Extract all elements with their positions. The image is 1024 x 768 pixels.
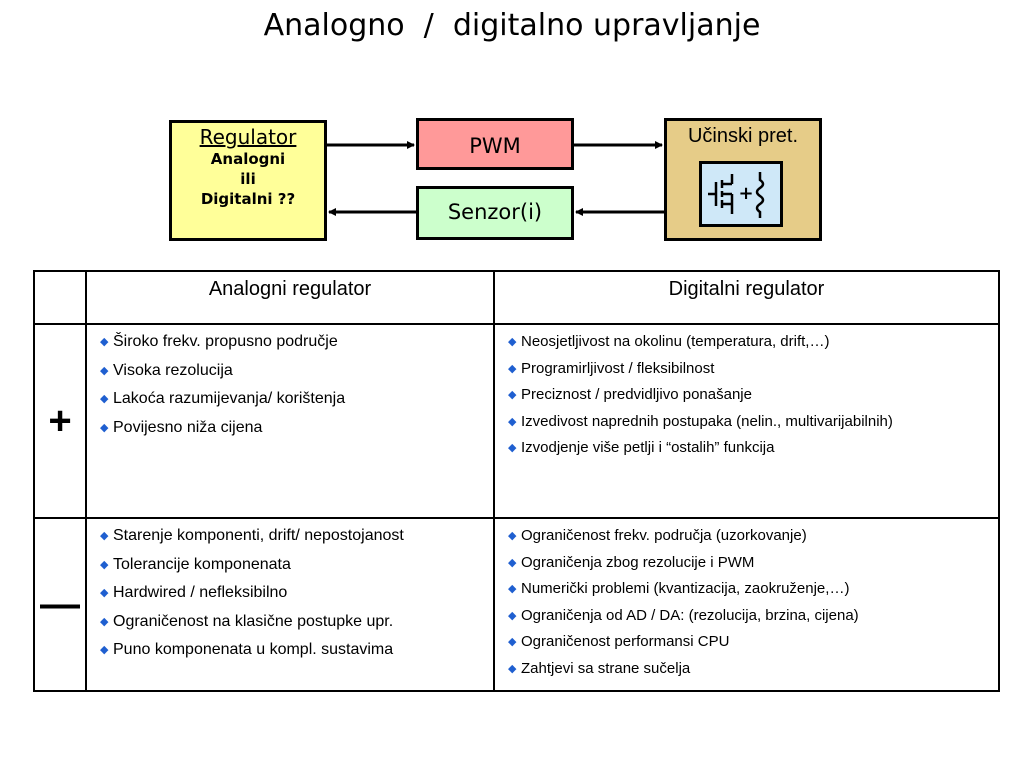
- pwm-block: PWM: [416, 118, 574, 170]
- regulator-block: Regulator Analogni ili Digitalni ??: [169, 120, 327, 241]
- list-item: Ograničenost performansi CPU: [501, 629, 992, 656]
- list-item: Preciznost / predvidljivo ponašanje: [501, 382, 992, 409]
- list-item: Lakoća razumijevanja/ korištenja: [93, 385, 487, 414]
- regulator-title: Regulator: [199, 125, 297, 149]
- table-header-row: Analogni regulator Digitalni regulator: [33, 270, 1000, 325]
- list-item: Programirljivost / fleksibilnost: [501, 356, 992, 383]
- analog-disadvantages-cell: Starenje komponenti, drift/ nepostojanos…: [85, 517, 495, 692]
- power-converter-block: Učinski pret. +: [664, 118, 822, 241]
- list-item: Ograničenost frekv. područja (uzorkovanj…: [501, 523, 992, 550]
- table-header-analog: Analogni regulator: [85, 270, 495, 325]
- list-item: Hardwired / nefleksibilno: [93, 579, 487, 608]
- list-item: Ograničenost na klasične postupke upr.: [93, 608, 487, 637]
- list-item: Izvedivost naprednih postupaka (nelin., …: [501, 409, 992, 436]
- list-item: Ograničenja od AD / DA: (rezolucija, brz…: [501, 603, 992, 630]
- regulator-line-2: ili: [240, 170, 256, 188]
- analog-advantages-cell: Široko frekv. propusno područje Visoka r…: [85, 323, 495, 519]
- comparison-table: Analogni regulator Digitalni regulator +…: [33, 270, 1000, 692]
- page-title: Analogno / digitalno upravljanje: [263, 8, 761, 43]
- table-header-digital: Digitalni regulator: [493, 270, 1000, 325]
- regulator-line-3: Digitalni ??: [200, 190, 296, 208]
- svg-text:+: +: [738, 183, 753, 204]
- regulator-line-1: Analogni: [210, 150, 286, 168]
- table-header-corner: [33, 270, 87, 325]
- transistor-symbol-icon: +: [699, 161, 783, 227]
- minus-sign: —: [33, 517, 87, 692]
- list-item: Neosjetljivost na okolinu (temperatura, …: [501, 329, 992, 356]
- list-item: Zahtjevi sa strane sučelja: [501, 656, 992, 683]
- table-row-disadvantages: — Starenje komponenti, drift/ nepostojan…: [33, 517, 1000, 692]
- list-item: Puno komponenata u kompl. sustavima: [93, 636, 487, 665]
- list-item: Povijesno niža cijena: [93, 414, 487, 443]
- digital-disadvantages-cell: Ograničenost frekv. područja (uzorkovanj…: [493, 517, 1000, 692]
- sensor-block: Senzor(i): [416, 186, 574, 240]
- digital-advantages-cell: Neosjetljivost na okolinu (temperatura, …: [493, 323, 1000, 519]
- power-converter-label: Učinski pret.: [687, 125, 799, 147]
- plus-sign: +: [33, 323, 87, 519]
- table-row-advantages: + Široko frekv. propusno područje Visoka…: [33, 323, 1000, 519]
- list-item: Ograničenja zbog rezolucije i PWM: [501, 550, 992, 577]
- list-item: Tolerancije komponenata: [93, 551, 487, 580]
- analog-advantages-list: Široko frekv. propusno područje Visoka r…: [93, 328, 487, 442]
- digital-advantages-list: Neosjetljivost na okolinu (temperatura, …: [501, 329, 992, 462]
- list-item: Visoka rezolucija: [93, 357, 487, 386]
- list-item: Izvodjenje više petlji i “ostalih” funkc…: [501, 435, 992, 462]
- list-item: Numerički problemi (kvantizacija, zaokru…: [501, 576, 992, 603]
- analog-disadvantages-list: Starenje komponenti, drift/ nepostojanos…: [93, 522, 487, 665]
- list-item: Starenje komponenti, drift/ nepostojanos…: [93, 522, 487, 551]
- list-item: Široko frekv. propusno područje: [93, 328, 487, 357]
- digital-disadvantages-list: Ograničenost frekv. područja (uzorkovanj…: [501, 523, 992, 682]
